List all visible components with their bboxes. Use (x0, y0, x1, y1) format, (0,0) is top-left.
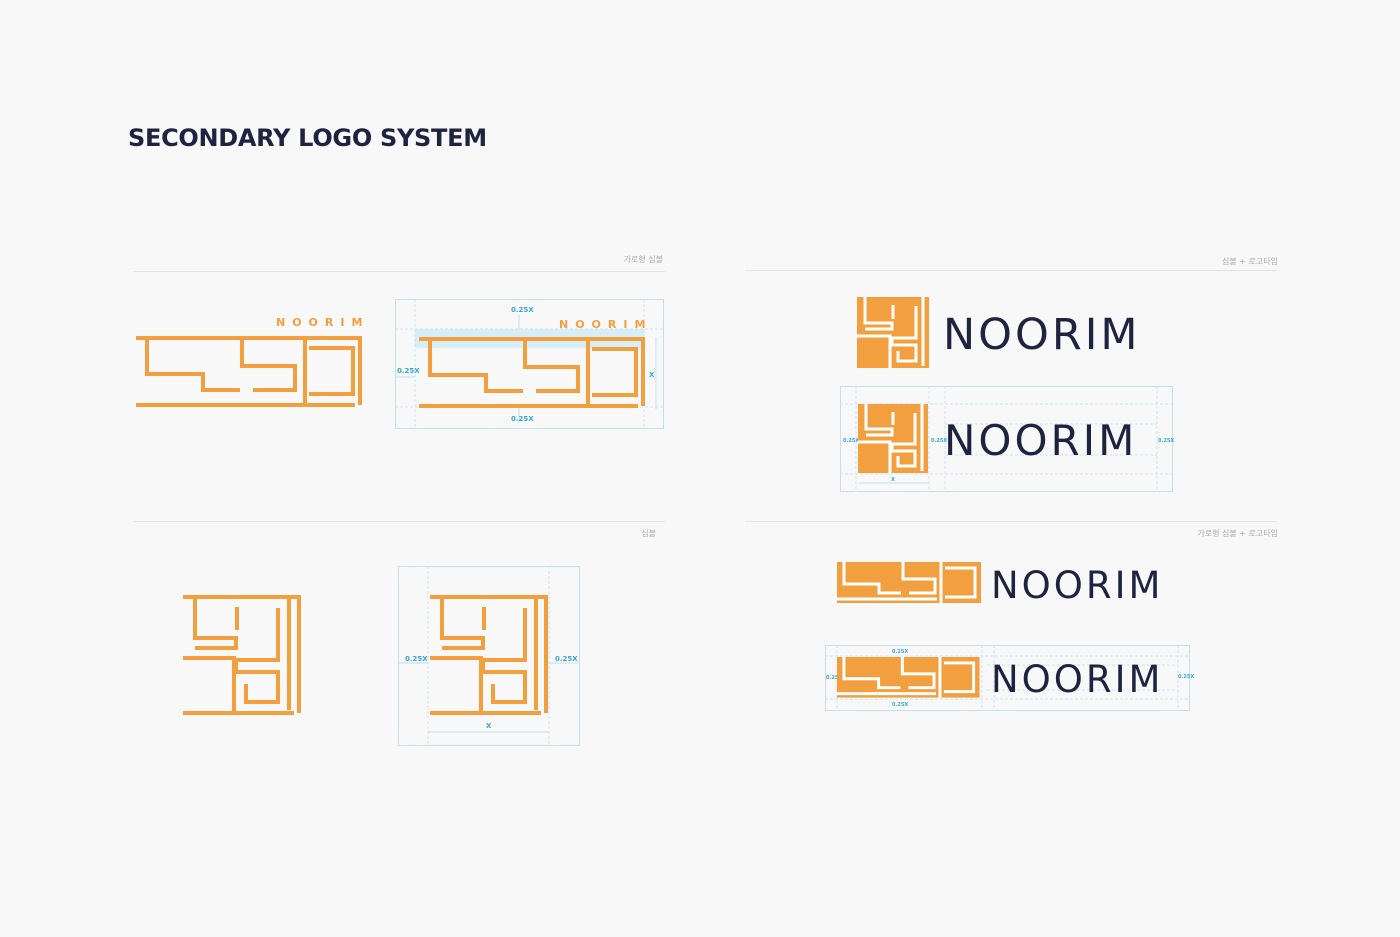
logotype-clearspace-gap-label: 0.25X (931, 438, 947, 444)
square-symbol-mark (183, 595, 301, 715)
filled-square-mark (857, 297, 929, 368)
clearspace-filled-square-mark (858, 404, 928, 473)
clearspace-horizontal-mark (419, 337, 645, 408)
horizontal-symbol-mark (136, 336, 362, 407)
hlogotype-clearspace-wordmark: NOORIM (991, 658, 1163, 701)
clearspace-bottom-label: 0.25X (511, 415, 534, 423)
logotype-width-unit-label: X (891, 477, 895, 483)
horizontal-symbol-clearspace: 0.25X 0.25X 0.25X X NOORIM (395, 299, 665, 429)
hlogotype-clearspace-top-label: 0.25X (892, 649, 908, 655)
horizontal-symbol-wordmark: NOORIM (276, 316, 369, 329)
page-title: SECONDARY LOGO SYSTEM (128, 124, 487, 152)
divider-symbol-logotype (745, 270, 1277, 271)
divider-horizontal-symbol (133, 271, 665, 272)
symbol-logotype-wordmark: NOORIM (943, 310, 1141, 360)
logotype-clearspace-left-label: 0.25X (843, 438, 859, 444)
clearspace-top-label: 0.25X (511, 306, 534, 314)
square-width-unit-label: X (486, 722, 492, 730)
caption-horizontal-symbol-logotype: 가로형 심볼 + 로고타입 (1197, 529, 1278, 538)
hlogotype-clearspace-left-label: 0.25X (826, 675, 842, 681)
horizontal-symbol-logo: NOORIM (133, 312, 365, 408)
divider-horizontal-symbol-logotype (745, 521, 1277, 522)
caption-symbol-logotype: 심볼 + 로고타입 (1222, 257, 1278, 266)
caption-symbol: 심볼 (641, 529, 656, 538)
horizontal-symbol-logotype-logo: NOORIM (837, 562, 1182, 607)
hlogotype-clearspace-right-label: 0.25X (1178, 674, 1194, 680)
square-clearspace-mark (430, 595, 548, 715)
square-symbol-logo (180, 594, 304, 718)
logotype-clearspace-right-label: 0.25X (1158, 438, 1174, 444)
logotype-clearspace-wordmark: NOORIM (944, 416, 1137, 465)
horizontal-symbol-logotype-clearspace: 0.25X 0.25X 0.25X 0.25X NOORIM (825, 645, 1194, 711)
clearspace-left-label: 0.25X (397, 367, 420, 375)
clearspace-filled-horizontal-mark (837, 657, 980, 698)
hlogotype-clearspace-bottom-label: 0.25X (892, 702, 908, 708)
symbol-logotype-clearspace: 0.25X 0.25X 0.25X X NOORIM (840, 386, 1174, 492)
caption-horizontal-symbol: 가로형 심볼 (623, 255, 663, 264)
filled-horizontal-mark (837, 562, 981, 603)
square-clearspace-right-label: 0.25X (555, 655, 578, 663)
height-unit-label: X (649, 371, 655, 379)
square-clearspace-left-label: 0.25X (405, 655, 428, 663)
symbol-logotype-logo: NOORIM (857, 297, 1157, 369)
clearspace-wordmark: NOORIM (559, 318, 652, 331)
divider-symbol (133, 521, 665, 522)
square-symbol-clearspace: 0.25X 0.25X X (398, 566, 580, 746)
horizontal-logotype-wordmark: NOORIM (991, 564, 1163, 607)
